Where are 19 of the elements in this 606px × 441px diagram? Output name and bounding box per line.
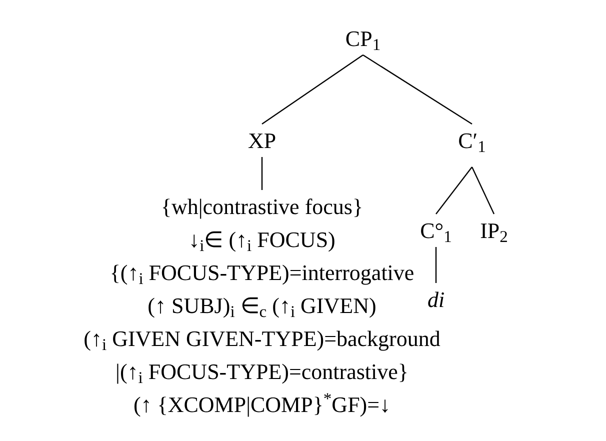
tree-node-label: C′$_{1}$ [458,124,486,157]
annotation-text: {(↑$_{i}$ FOCUS-TYPE)=interrogative [110,259,414,289]
tree-branch [436,166,472,214]
annotation-text: (↑ {XCOMP|COMP}$^{*}$GF)=↓ [133,388,391,419]
tree-node-label: C°$_{1}$ [420,214,452,247]
tree-node-label: IP$_{2}$ [480,214,508,247]
tree-branch [261,157,263,190]
tree-node-label: CP$_{1}$ [345,22,381,55]
tree-branch [435,247,437,283]
tree-branch [362,54,472,124]
annotation-text: ↓$_{i}$∈ (↑$_{i}$ FOCUS) [188,226,336,256]
annotation-text: (↑$_{i}$ GIVEN GIVEN-TYPE)=background [84,325,440,355]
annotation-text: (↑ SUBJ)$_{i}$ ∈$_{c}$ (↑$_{i}$ GIVEN) [148,292,376,322]
tree-branch [471,166,495,214]
word-label: di [427,283,445,316]
tree-node-label: XP [248,124,276,157]
annotation-text: {wh|contrastive focus} [160,193,364,221]
tree-branch [262,54,364,124]
annotation-text: |(↑$_{i}$ FOCUS-TYPE)=contrastive} [116,358,408,388]
